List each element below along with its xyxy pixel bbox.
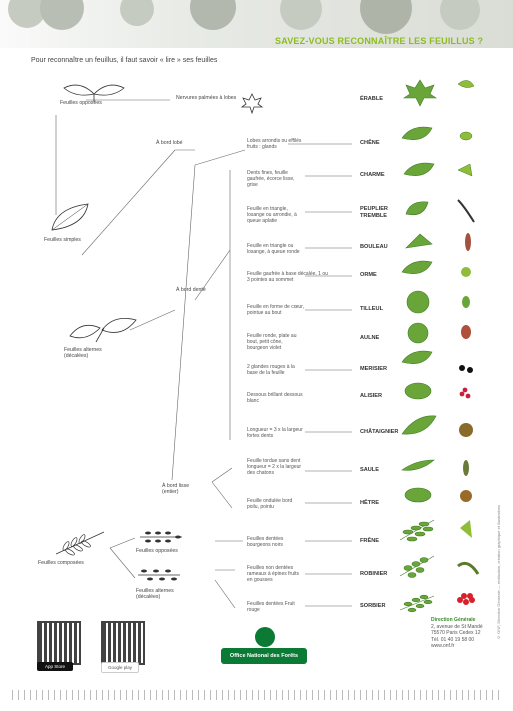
linden-bract-icon [462,296,470,308]
label-bord-lisse: À bord lisse (entier) [162,483,206,495]
label-opposees: Feuilles opposées [60,100,102,106]
species-desc: Feuille en triangle, losange ou arrondie… [247,206,305,224]
species-name: ORME [360,272,377,279]
aspen-leaf-icon [406,202,428,215]
species-name: BOULEAU [360,244,388,251]
species-name: ÉRABLE [360,96,383,103]
willow-catkin-icon [463,460,469,476]
contact-block: Direction Générale 2, avenue de St Mandé… [431,617,483,650]
elm-leaf-icon [402,261,432,274]
species-name: ALISIER [360,393,382,400]
hornbeam-fruit-icon [458,164,472,176]
compound-leaf-icon [52,528,108,558]
catkin-icon [458,200,474,222]
birch-catkin-icon [465,233,471,251]
chestnut-fruit-icon [459,423,473,437]
label-comp-opposees: Feuilles opposées [136,548,178,554]
googleplay-badge[interactable]: Google play [101,662,139,673]
alder-cone-icon [461,325,471,339]
species-name: CHÊNE [360,140,380,147]
species-desc: Feuilles dentées Fruit rouge [247,601,305,613]
contact-heading: Direction Générale [431,617,483,624]
alder-leaf-icon [408,323,428,343]
species-desc: Feuille ronde, plate au bout, petit cône… [247,333,305,351]
footer-barcode [12,690,503,700]
contact-website[interactable]: www.onf.fr [431,643,483,650]
oak-leaf-icon [402,127,432,140]
qr-code[interactable] [37,621,81,665]
alternate-leaves-icon [66,314,138,344]
label-bord-lobe: À bord lobé [156,140,183,146]
simple-leaf-icon [48,200,94,234]
pod-icon [458,563,478,574]
hornbeam-leaf-icon [404,163,434,176]
maple-leaf-icon [404,80,436,106]
ash-leaf-icon [400,520,434,541]
cherry-fruit-icon [459,365,473,373]
species-name: MERISIER [360,366,387,373]
species-name: FRÊNE [360,538,379,545]
linden-leaf-icon [407,291,429,313]
samara-icon [458,80,474,87]
species-name: SAULE [360,467,379,474]
species-name: HÊTRE [360,500,379,507]
label-nervures: Nervures palmées à lobes [176,95,238,101]
beech-leaf-icon [405,488,431,502]
label-simples: Feuilles simples [44,237,81,243]
species-desc: Feuilles non dentées rameaux à épines fr… [247,565,305,583]
species-desc: 2 glandes rouges à la base de la feuille [247,364,305,376]
opposite-leaves-icon [62,80,126,102]
cherry-leaf-icon [402,351,432,364]
beechnut-icon [460,490,472,502]
label-bord-dente: À bord denté [176,287,208,293]
onf-tree-logo-icon [255,627,275,647]
locust-leaf-icon [400,556,434,578]
label-alternes: Feuilles alternes (décalées) [64,347,114,359]
species-name: SORBIER [360,603,386,610]
maple-leaf-icon [240,92,264,114]
species-desc: Feuille ondulée bord poilu, pointu [247,498,305,510]
species-name: AULNE [360,335,379,342]
ash-key-icon [460,520,472,538]
compound-opposite-icon [138,528,184,546]
chestnut-leaf-icon [402,416,436,434]
fruit-illustrations [457,80,478,605]
side-credit: © ONF, Direction Générale — réalisation,… [496,240,506,640]
species-name: TILLEUL [360,306,383,313]
species-name: CHÂTAIGNIER [360,429,398,436]
species-name: CHARME [360,172,385,179]
species-desc: Feuille gaufrée à base décalée, 1 ou 3 p… [247,271,331,283]
qr-code[interactable] [101,621,145,665]
species-desc: Dessous brillant dessous blanc [247,392,305,404]
species-desc: Dents fines, feuille gaufrée, écorce lis… [247,170,305,188]
whitebeam-leaf-icon [405,383,431,399]
acorn-icon [460,132,472,140]
compound-alternate-icon [136,566,182,584]
willow-leaf-icon [402,460,434,470]
species-desc: Lobes arrondis ou effilés fruits : gland… [247,138,305,150]
label-comp-alternes: Feuilles alternes (décalées) [136,588,196,600]
species-desc: Feuilles dentées bourgeons noirs [247,536,305,548]
species-name: ROBINIER [360,571,387,578]
species-name: PEUPLIER TREMBLE [360,206,398,219]
appstore-badge[interactable]: App Store [37,662,73,671]
rowan-leaf-icon [400,595,434,612]
onf-brand: Office National des Forêts [221,648,307,664]
whitebeam-fruit-icon [460,388,471,399]
rowan-berries-icon [457,593,475,605]
species-desc: Feuille tordue sans dent longueur = 2 x … [247,458,305,476]
contact-line: 75570 Paris Cedex 12 [431,630,483,637]
species-desc: Longueur = 3 x la largeur fortes dents [247,427,305,439]
label-composees: Feuilles composées [38,560,84,566]
species-desc: Feuille en triangle ou losange, à queue … [247,243,305,255]
birch-leaf-icon [406,234,432,248]
elm-seed-icon [461,267,471,277]
species-desc: Feuille en forme de cœur, pointue au bou… [247,304,305,316]
